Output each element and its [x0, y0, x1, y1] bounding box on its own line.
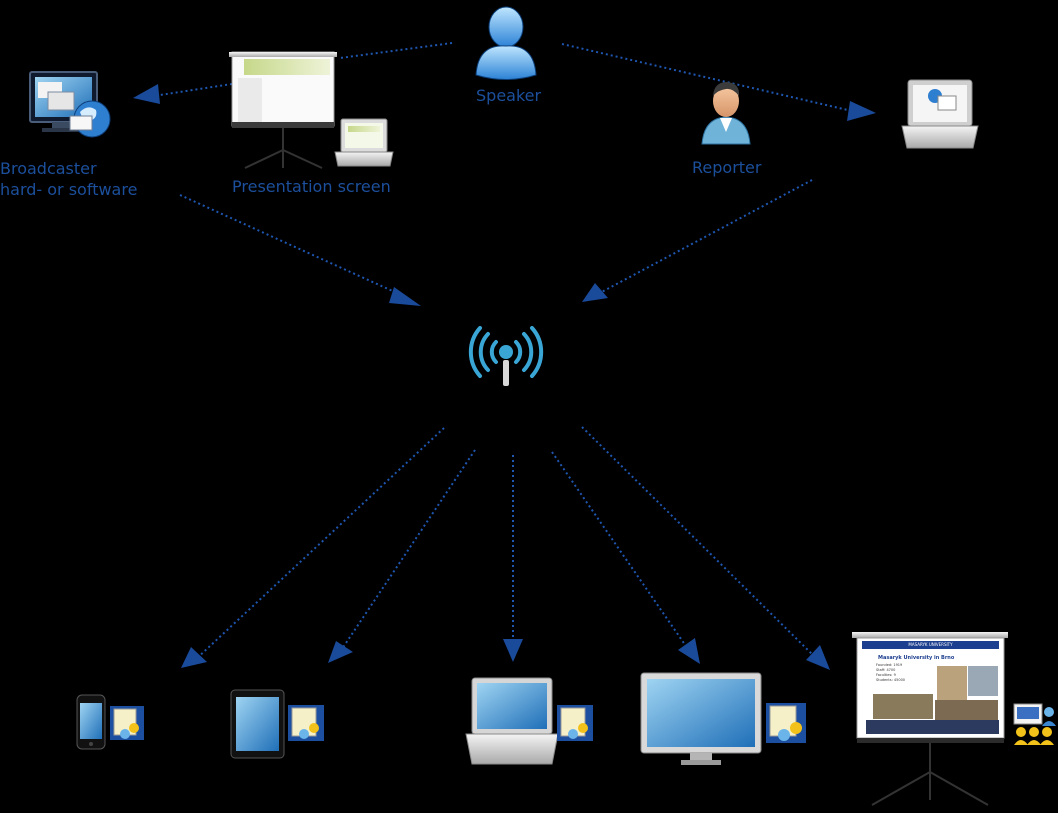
projector-screen-icon	[852, 632, 1008, 806]
slide-bullets: Founded: 1919 Staff: 4700 Faculties: 9 S…	[876, 663, 999, 683]
reporter-icon	[701, 82, 751, 145]
arrow-to-projector	[806, 645, 830, 670]
connectors	[159, 42, 853, 661]
arrow-reporter-hub	[582, 283, 608, 302]
reporter-label: Reporter	[692, 158, 762, 177]
arrow-to-laptop	[847, 101, 876, 121]
arrow-to-phone	[181, 647, 207, 668]
users-group-icon	[1013, 703, 1056, 745]
connector-hub-phone	[194, 427, 445, 661]
smartphone-icon	[76, 694, 106, 750]
arrow-to-tablet	[328, 641, 353, 663]
projector-screen-icon	[229, 51, 394, 169]
arrowheads	[133, 84, 876, 670]
person-icon	[475, 6, 537, 80]
connector-speaker-presentation	[339, 42, 453, 59]
arrow-broadcaster-hub	[389, 287, 421, 306]
connector-broadcaster-hub	[179, 194, 409, 299]
connector-hub-tablet	[339, 449, 476, 653]
slide-bullet: Founded: 1919	[876, 663, 903, 667]
slide-bullet: Students: 45000	[876, 678, 906, 682]
connector-reporter-hub	[595, 179, 813, 296]
monitor-globe-icon	[29, 71, 111, 138]
arrow-to-monitor	[678, 638, 700, 664]
laptop-icon	[901, 79, 979, 149]
slide-content: MASARYK UNIVERSITY Masaryk University in…	[862, 641, 999, 736]
connector-speaker-laptop	[561, 43, 853, 112]
slide-bullet: Staff: 4700	[876, 668, 896, 672]
connector-hub-monitor	[551, 451, 691, 653]
speaker-label: Speaker	[476, 86, 542, 105]
document-users-icon	[110, 706, 144, 740]
laptop-icon	[465, 677, 559, 765]
document-users-icon	[766, 703, 806, 743]
broadcaster-label-line2: hard- or software	[0, 180, 138, 199]
connector-presentation-broadcaster	[159, 83, 233, 96]
presentation-screen-label: Presentation screen	[232, 177, 391, 196]
wireless-antenna-icon	[468, 326, 544, 386]
slide-title: Masaryk University in Brno	[878, 655, 955, 661]
document-users-icon	[557, 705, 593, 741]
document-users-icon	[288, 705, 324, 741]
tablet-icon	[230, 689, 285, 759]
slide-bullet: Faculties: 9	[876, 673, 896, 677]
arrow-to-laptop-receiver	[503, 639, 523, 662]
arrow-to-broadcaster	[133, 84, 160, 104]
broadcaster-label-line1: Broadcaster	[0, 159, 97, 178]
monitor-icon	[640, 672, 762, 765]
connector-hub-projector	[581, 426, 819, 661]
slide-header: MASARYK UNIVERSITY	[908, 642, 953, 647]
